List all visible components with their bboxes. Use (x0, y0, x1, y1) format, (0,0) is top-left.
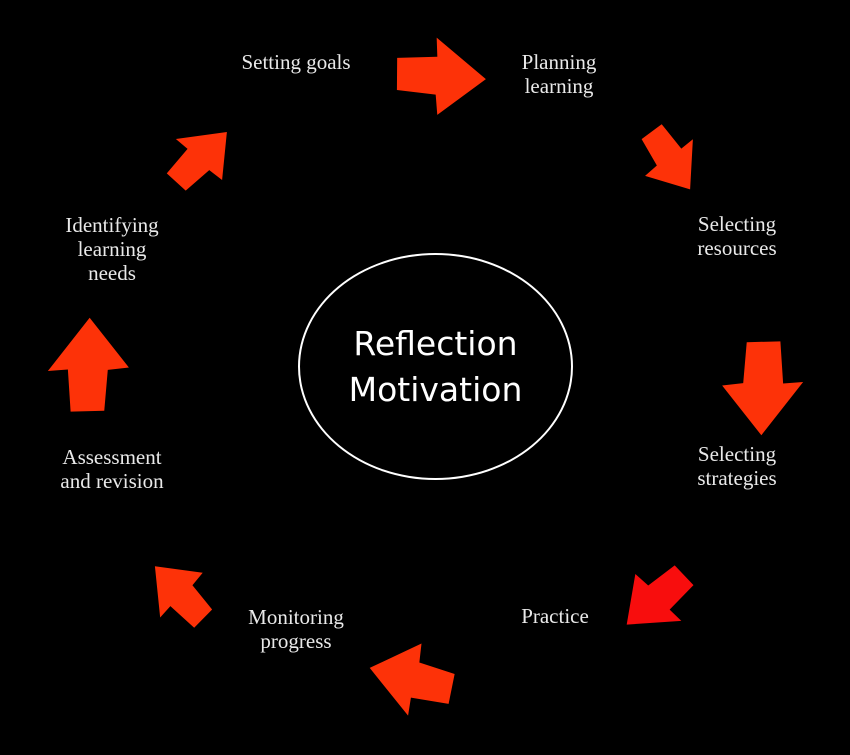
stage-label-monitoring-progress: Monitoring progress (248, 605, 344, 653)
arrow-setting-goals-to-planning-learning-icon (396, 37, 486, 115)
arrow-monitoring-progress-to-assessment-and-revision-icon (154, 566, 213, 628)
arrow-planning-learning-to-selecting-resources-icon (641, 124, 693, 190)
block-arrow-shape (154, 566, 213, 628)
stage-label-planning-learning: Planning learning (521, 50, 597, 98)
stage-label-selecting-strategies: Selecting strategies (697, 442, 777, 490)
center-label-motivation: Motivation (348, 369, 523, 409)
block-arrow-shape (626, 565, 694, 625)
block-arrow-shape (47, 317, 129, 412)
arrow-identifying-learning-needs-to-setting-goals-icon (166, 131, 227, 191)
arrow-selecting-resources-to-selecting-strategies-icon (722, 341, 804, 436)
arrow-practice-to-monitoring-progress-icon (369, 643, 455, 716)
arrow-assessment-and-revision-to-identifying-learning-needs-icon (47, 317, 129, 412)
stage-label-identifying-learning-needs: Identifying learning needs (65, 213, 159, 285)
block-arrow-shape (396, 37, 486, 115)
block-arrow-shape (369, 643, 455, 716)
center-ellipse: Reflection Motivation (298, 253, 573, 480)
block-arrow-shape (641, 124, 693, 190)
center-label-reflection: Reflection (353, 323, 518, 363)
stage-label-setting-goals: Setting goals (241, 50, 351, 74)
block-arrow-shape (722, 341, 804, 436)
stage-label-assessment-and-revision: Assessment and revision (60, 445, 164, 493)
arrow-selecting-strategies-to-practice-icon (626, 565, 694, 625)
block-arrow-shape (166, 131, 227, 191)
stage-label-practice: Practice (521, 604, 589, 628)
stage-label-selecting-resources: Selecting resources (697, 212, 777, 260)
